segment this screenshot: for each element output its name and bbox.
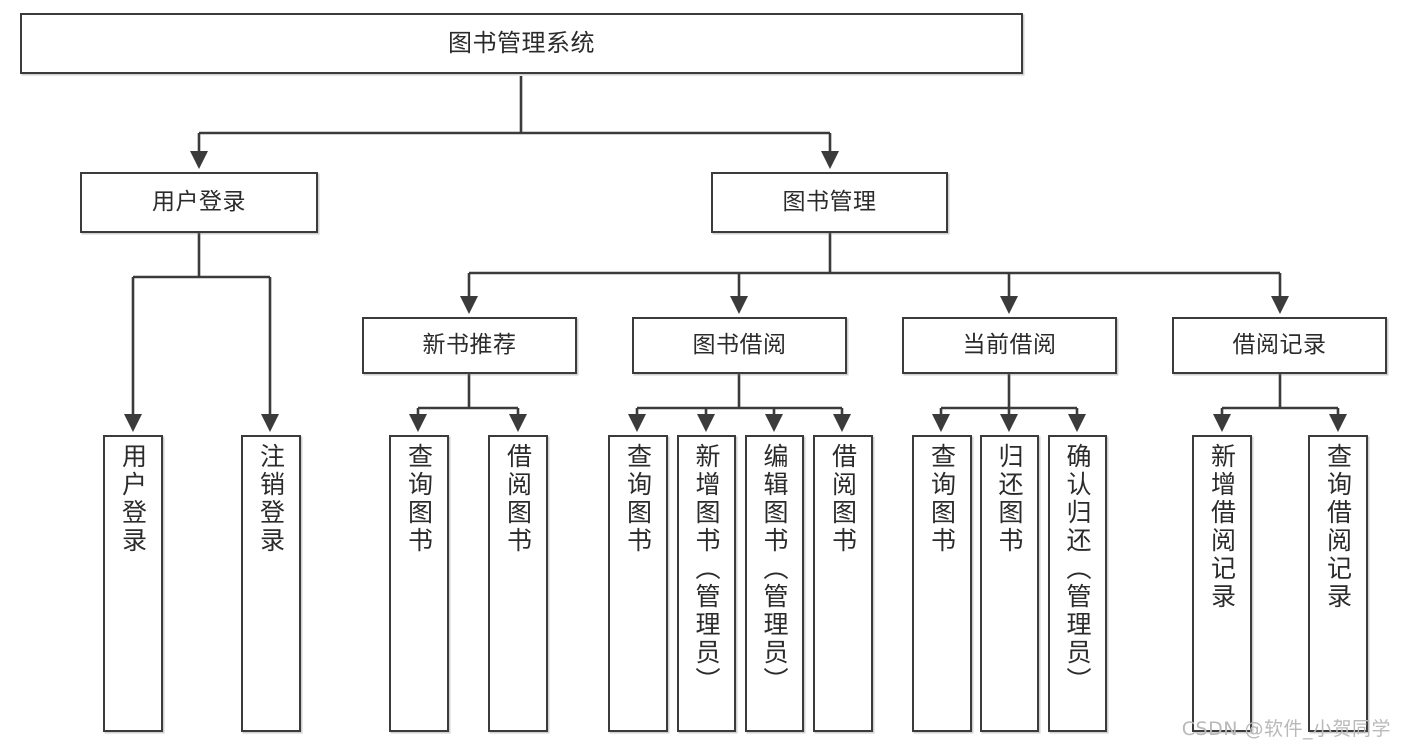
node-leaf-query-record[interactable]: 查询借阅记录 (1308, 435, 1368, 732)
node-current-borrow[interactable]: 当前借阅 (902, 317, 1117, 374)
node-leaf-query-book-2-label: 查询图书 (623, 443, 653, 555)
node-root-label: 图书管理系统 (448, 29, 595, 58)
node-leaf-query-book-3-label: 查询图书 (927, 443, 957, 555)
node-book-borrow[interactable]: 图书借阅 (632, 317, 847, 374)
node-leaf-add-record-label: 新增借阅记录 (1207, 443, 1237, 611)
node-book-borrow-label: 图书借阅 (692, 331, 787, 358)
node-leaf-return-book-label: 归还图书 (995, 443, 1024, 555)
node-leaf-edit-book[interactable]: 编辑图书（管理员） (745, 435, 804, 732)
node-leaf-confirm-return[interactable]: 确认归还（管理员） (1048, 435, 1107, 732)
node-borrow-record[interactable]: 借阅记录 (1172, 317, 1387, 374)
node-leaf-borrow-book-2[interactable]: 借阅图书 (813, 435, 873, 732)
node-leaf-user-login-label: 用户登录 (118, 443, 148, 555)
node-user-login[interactable]: 用户登录 (80, 172, 318, 233)
node-leaf-user-login[interactable]: 用户登录 (103, 435, 163, 732)
node-current-borrow-label: 当前借阅 (962, 331, 1057, 358)
node-leaf-logout-login-label: 注销登录 (256, 443, 286, 555)
node-user-login-label: 用户登录 (152, 188, 246, 215)
node-leaf-add-record[interactable]: 新增借阅记录 (1192, 435, 1252, 732)
node-new-book-recommend[interactable]: 新书推荐 (362, 317, 577, 374)
node-leaf-logout-login[interactable]: 注销登录 (241, 435, 301, 732)
node-new-book-recommend-label: 新书推荐 (422, 331, 517, 358)
node-leaf-query-book-1-label: 查询图书 (404, 443, 434, 555)
node-leaf-add-book[interactable]: 新增图书（管理员） (677, 435, 736, 732)
node-leaf-query-book-2[interactable]: 查询图书 (608, 435, 668, 732)
node-leaf-borrow-book-2-label: 借阅图书 (828, 443, 858, 555)
node-leaf-confirm-return-label: 确认归还（管理员） (1063, 443, 1092, 695)
node-leaf-query-book-1[interactable]: 查询图书 (389, 435, 449, 732)
node-leaf-query-book-3[interactable]: 查询图书 (912, 435, 972, 732)
node-leaf-query-record-label: 查询借阅记录 (1323, 443, 1353, 611)
node-leaf-borrow-book-1-label: 借阅图书 (503, 443, 533, 555)
node-leaf-add-book-label: 新增图书（管理员） (692, 443, 721, 695)
node-leaf-borrow-book-1[interactable]: 借阅图书 (488, 435, 548, 732)
node-leaf-return-book[interactable]: 归还图书 (980, 435, 1039, 732)
node-book-manage-label: 图书管理 (782, 188, 877, 215)
node-book-manage[interactable]: 图书管理 (711, 172, 948, 233)
node-root[interactable]: 图书管理系统 (20, 13, 1023, 74)
watermark: CSDN @软件_小贺同学 (1181, 718, 1391, 740)
node-leaf-edit-book-label: 编辑图书（管理员） (760, 443, 789, 695)
node-borrow-record-label: 借阅记录 (1232, 331, 1327, 358)
